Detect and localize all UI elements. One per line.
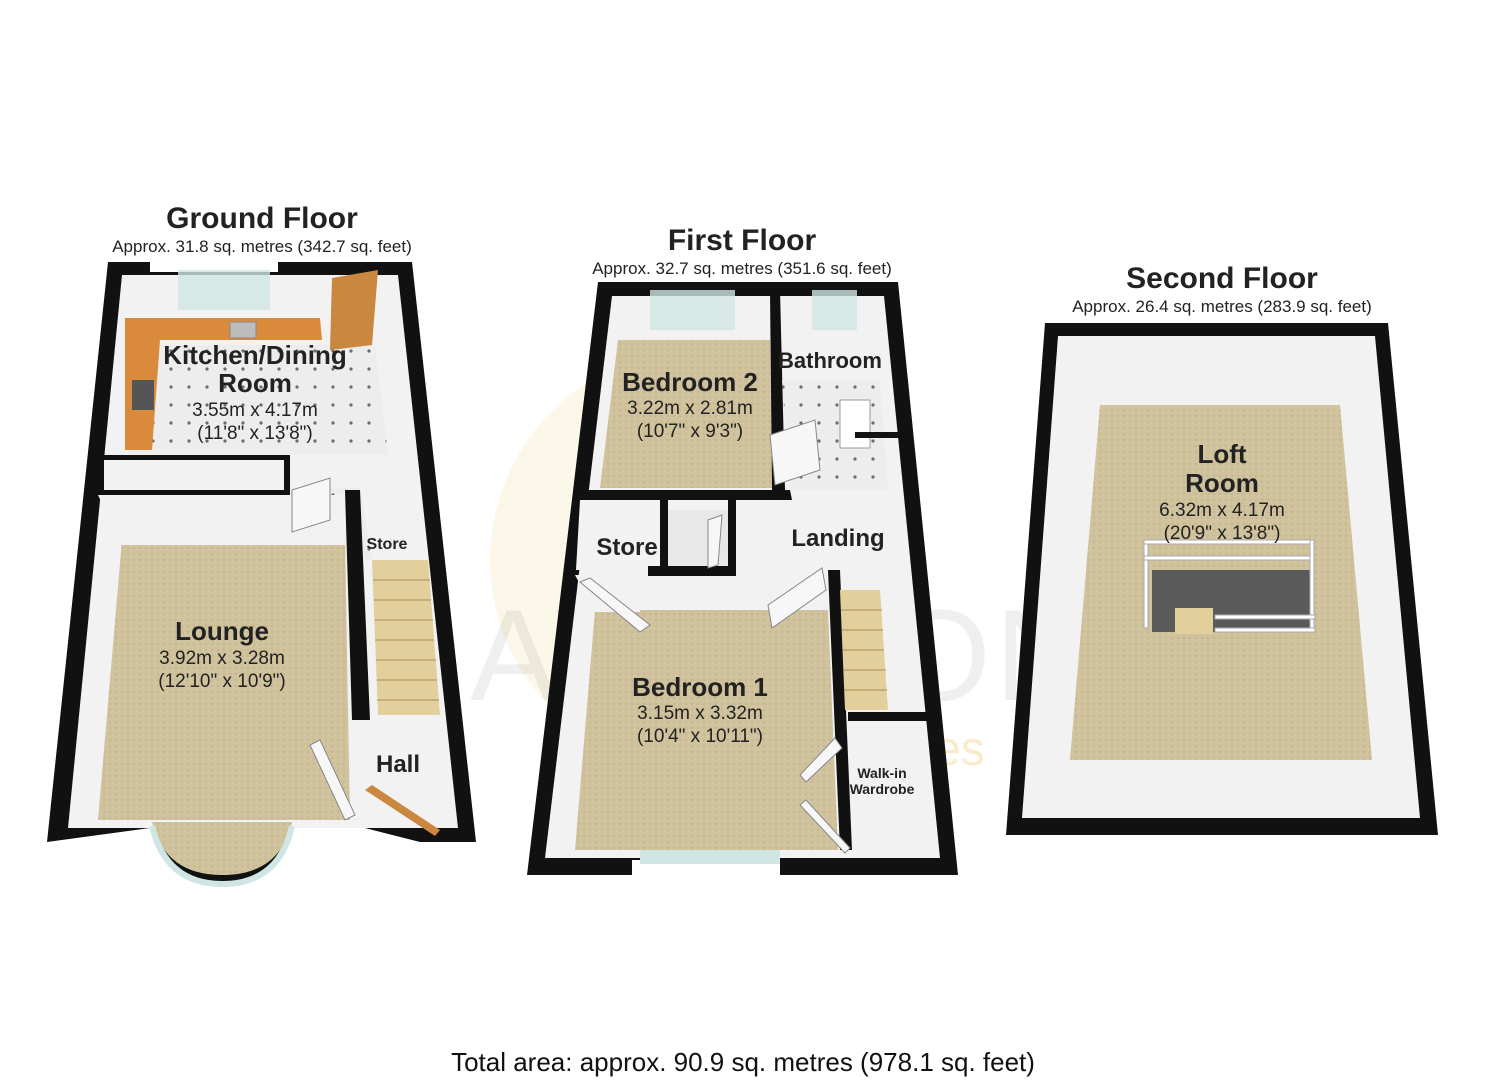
store-door <box>707 514 723 569</box>
first-cross-wall <box>575 490 792 500</box>
lounge-metric: 3.92m x 3.28m <box>159 648 285 669</box>
kitchen-worktop <box>125 318 322 450</box>
lounge-door <box>309 739 356 821</box>
bedroom1-door-right <box>767 567 827 629</box>
first-stairs <box>840 590 888 710</box>
ground-stairs <box>372 560 440 715</box>
bedroom2-floor <box>600 340 772 488</box>
bedroom1-imperial: (10'4" x 10'11") <box>637 726 763 747</box>
kitchen-name-line1: Kitchen/Dining <box>163 340 346 370</box>
kitchen-floor <box>128 345 388 455</box>
bedroom1-door-left <box>579 577 651 633</box>
loft-imperial: (20'9" x 13'8") <box>1164 523 1281 544</box>
kitchen-window <box>178 270 270 310</box>
ground-dividing-wall-face <box>104 460 284 490</box>
total-area: Total area: approx. 90.9 sq. metres (978… <box>451 1047 1035 1077</box>
bedroom2-window <box>650 290 735 330</box>
kitchen-name-line2: Room <box>218 368 292 398</box>
bedroom2-name: Bedroom 2 <box>622 367 758 397</box>
first-floor-title: First Floor <box>668 224 817 257</box>
hall-name: Hall <box>376 751 420 778</box>
first-floor-area: Approx. 32.7 sq. metres (351.6 sq. feet) <box>592 259 892 278</box>
wardrobe-door <box>799 737 843 783</box>
bedroom1-name: Bedroom 1 <box>632 672 768 702</box>
wardrobe-door-lower <box>799 799 851 854</box>
ground-floor-title: Ground Floor <box>166 202 358 235</box>
ground-floor-area: Approx. 31.8 sq. metres (342.7 sq. feet) <box>112 237 412 256</box>
kitchen-metric: 3.55m x 4.17m <box>192 400 318 421</box>
loft-metric: 6.32m x 4.17m <box>1159 500 1285 521</box>
second-floor <box>1006 323 1438 835</box>
ground-store-name: Store <box>367 536 408 553</box>
kitchen-hob <box>132 380 154 410</box>
first-store-floor <box>576 500 662 570</box>
loft-stair-opening <box>1143 539 1316 634</box>
loft-name-line2: Room <box>1185 468 1259 498</box>
wardrobe-floor <box>852 722 938 855</box>
lounge-name: Lounge <box>175 616 269 646</box>
loft-name-line1: Loft <box>1197 439 1246 469</box>
wardrobe-name-line2: Wardrobe <box>850 781 915 797</box>
wardrobe-name-line1: Walk-in <box>857 765 906 781</box>
second-floor-area: Approx. 26.4 sq. metres (283.9 sq. feet) <box>1072 297 1372 316</box>
kitchen-imperial: (11'8" x 13'8") <box>197 423 312 444</box>
lounge-bay-window <box>152 822 292 875</box>
first-store-name: Store <box>596 534 657 561</box>
bathroom-window <box>812 290 857 330</box>
front-door <box>365 785 440 836</box>
bathroom-door <box>769 419 821 486</box>
bedroom2-metric: 3.22m x 2.81m <box>627 398 753 419</box>
lounge-floor <box>98 540 350 820</box>
ground-floor <box>47 262 476 888</box>
first-floor <box>527 282 958 875</box>
bedroom2-imperial: (10'7" x 9'3") <box>637 421 743 442</box>
bath <box>839 399 871 449</box>
second-floor-title: Second Floor <box>1126 262 1318 295</box>
lounge-imperial: (12'10" x 10'9") <box>158 671 285 692</box>
bathroom-name: Bathroom <box>778 348 882 373</box>
kitchen-back-door <box>330 270 378 350</box>
bedroom1-metric: 3.15m x 3.32m <box>637 703 763 724</box>
landing-name: Landing <box>791 525 884 552</box>
bedroom1-window <box>640 850 780 864</box>
landing-floor <box>736 500 898 580</box>
kitchen-door <box>291 477 331 533</box>
kitchen-sink <box>229 321 257 339</box>
bedroom1-floor <box>575 610 838 850</box>
